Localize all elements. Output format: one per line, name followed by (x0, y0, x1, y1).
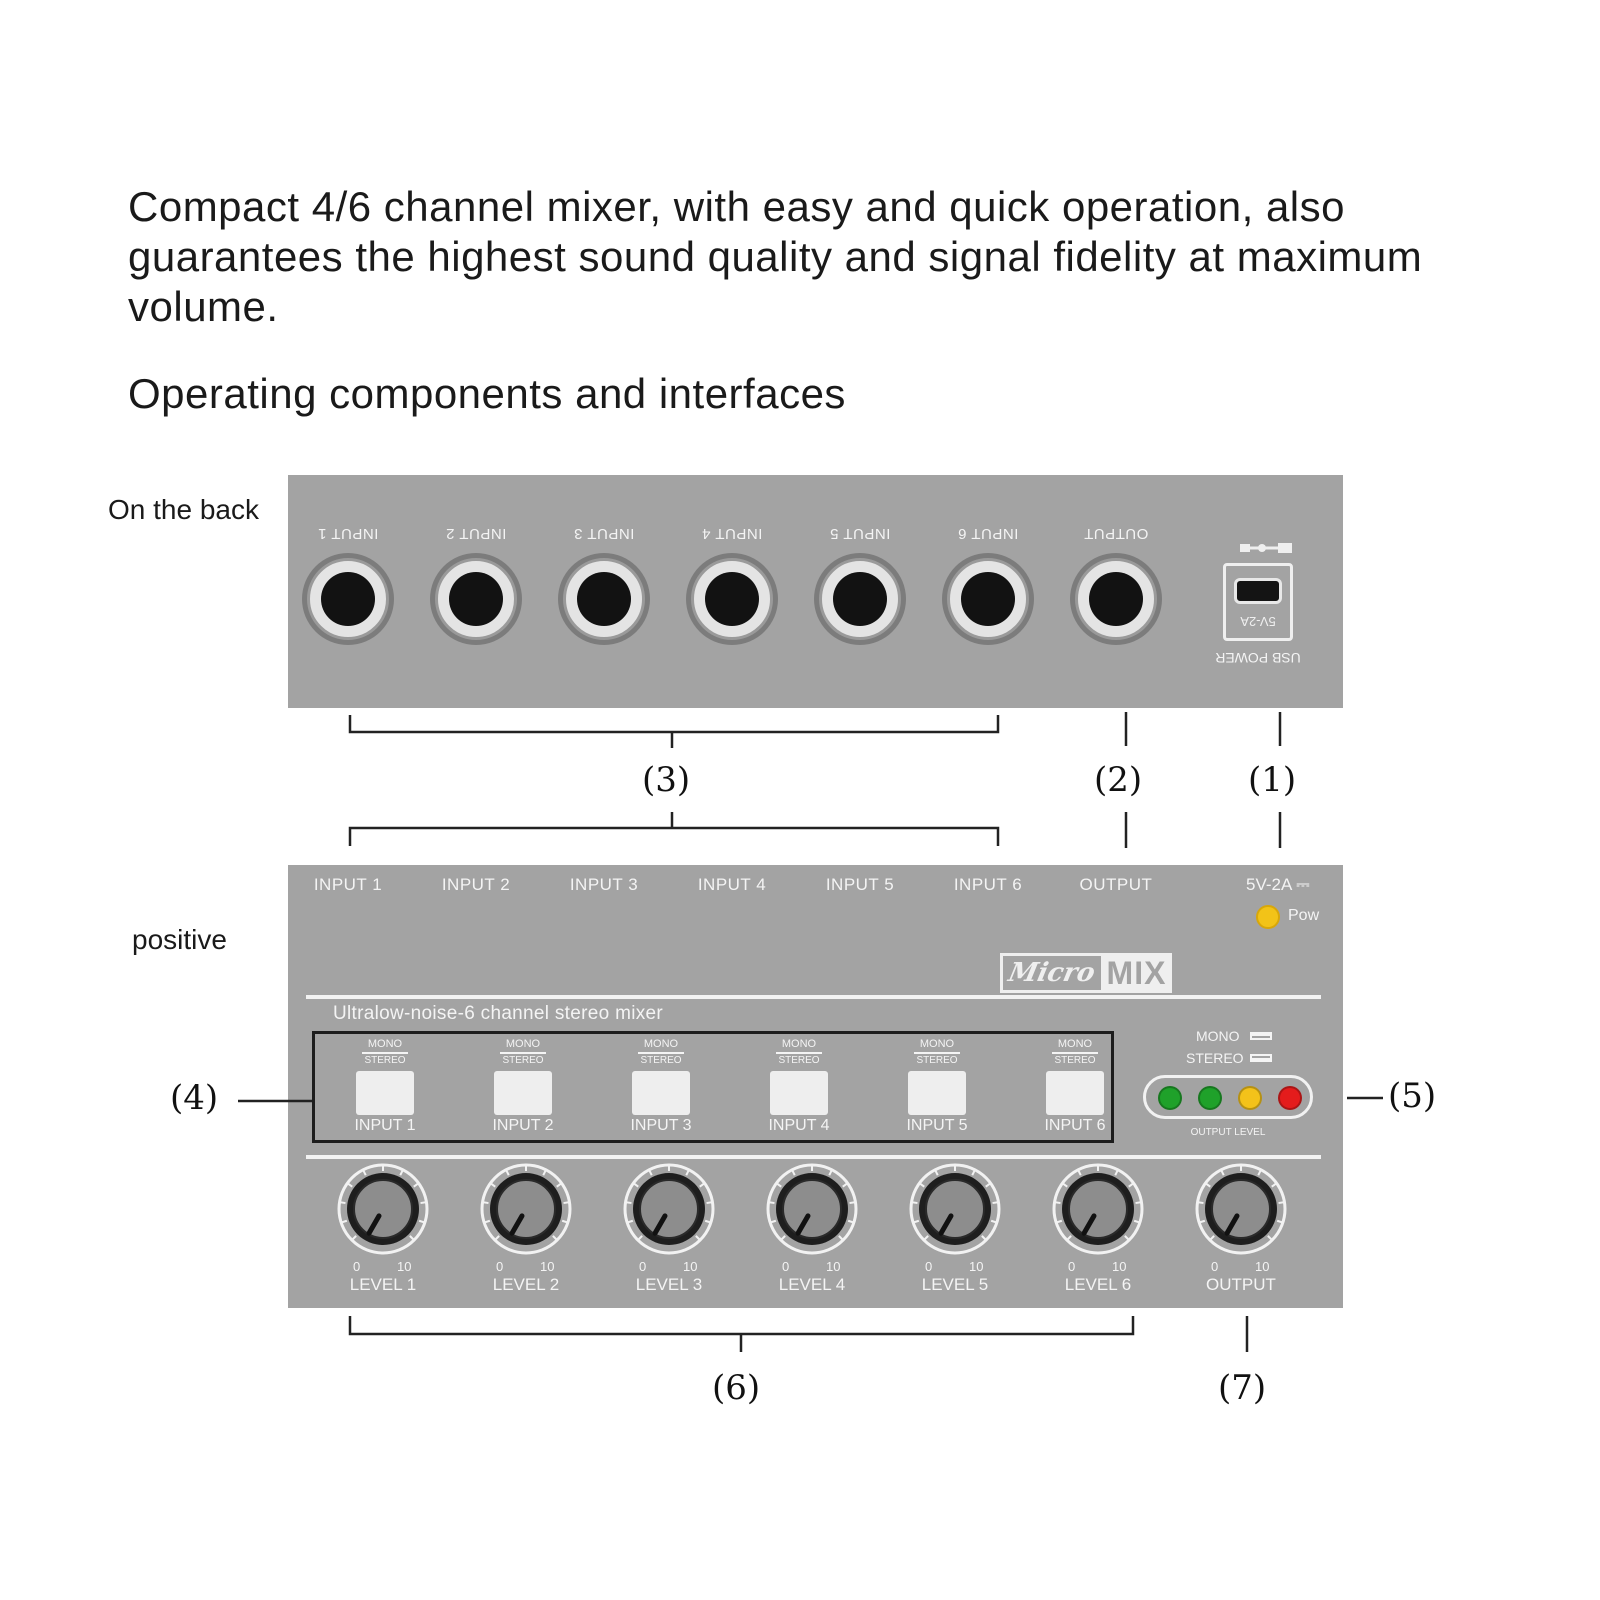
callout-7: (7) (1218, 1368, 1267, 1408)
bracket-back-inputs (348, 715, 1000, 734)
switch-label-5: INPUT 5 (906, 1117, 968, 1134)
front-input-label-4: INPUT 4 (697, 875, 767, 894)
knob-dial-icon (1195, 1163, 1287, 1255)
callout-3: (3) (642, 760, 691, 800)
knob-dial-icon (766, 1163, 858, 1255)
bracket-level-knobs (348, 1316, 1135, 1336)
output-level-meter (1143, 1075, 1313, 1119)
front-input-label-3: INPUT 3 (569, 875, 639, 894)
input-jack-4[interactable] (686, 553, 778, 645)
front-view-label: positive (132, 924, 227, 955)
bracket-front-inputs (348, 826, 1000, 846)
input-jack-1[interactable] (302, 553, 394, 645)
usb-symbol-icon (1240, 543, 1292, 553)
mode-button-4[interactable] (770, 1071, 828, 1115)
mode-button-3[interactable] (632, 1071, 690, 1115)
mode-button-2[interactable] (494, 1071, 552, 1115)
switch-label-6: INPUT 6 (1044, 1117, 1106, 1134)
switch-label-4: INPUT 4 (768, 1117, 830, 1134)
section-heading: Operating components and interfaces (128, 370, 846, 417)
meter-led-1 (1158, 1086, 1182, 1110)
switch-label-2: INPUT 2 (492, 1117, 554, 1134)
front-input-label-5: INPUT 5 (825, 875, 895, 894)
panel-divider-bottom (306, 1155, 1321, 1159)
switch-label-1: INPUT 1 (354, 1117, 416, 1134)
meter-led-3 (1238, 1086, 1262, 1110)
front-panel: INPUT 1 INPUT 2 INPUT 3 INPUT 4 INPUT 5 … (288, 865, 1343, 1308)
power-led (1256, 905, 1280, 929)
input-jack-3[interactable] (558, 553, 650, 645)
mode-legend-mono: MONO (1196, 1028, 1240, 1044)
callout-2: (2) (1094, 760, 1143, 800)
knob-label-3: LEVEL 3 (635, 1275, 703, 1294)
dc-symbol-icon: ⎓ (1296, 875, 1310, 894)
power-rating: 5V-2A ⎓ (1246, 875, 1310, 894)
back-panel: INPUT 1 INPUT 2 INPUT 3 INPUT 4 INPUT 5 … (288, 475, 1343, 708)
knob-label-2: LEVEL 2 (492, 1275, 560, 1294)
mode-button-5[interactable] (908, 1071, 966, 1115)
output-level-caption: OUTPUT LEVEL (1190, 1127, 1266, 1138)
knob-dial-icon (1052, 1163, 1144, 1255)
knob-dial-icon (909, 1163, 1001, 1255)
switch-label-3: INPUT 3 (630, 1117, 692, 1134)
mono-position-icon (1250, 1032, 1272, 1040)
meter-led-2 (1198, 1086, 1222, 1110)
knob-label-4: LEVEL 4 (778, 1275, 846, 1294)
mode-button-1[interactable] (356, 1071, 414, 1115)
back-view-label: On the back (108, 494, 259, 525)
output-jack[interactable] (1070, 553, 1162, 645)
panel-subtitle: Ultralow-noise-6 channel stereo mixer (333, 1003, 664, 1024)
knob-label-output: OUTPUT (1206, 1275, 1276, 1294)
micromix-logo: Micro MIX (1000, 953, 1172, 993)
mode-legend-stereo: STEREO (1186, 1050, 1244, 1066)
meter-led-4 (1278, 1086, 1302, 1110)
power-led-label: Pow (1288, 907, 1320, 924)
callout-1: (1) (1248, 760, 1297, 800)
callout-6: (6) (712, 1368, 761, 1408)
knob-dial-icon (480, 1163, 572, 1255)
mode-button-6[interactable] (1046, 1071, 1104, 1115)
input-jack-6[interactable] (942, 553, 1034, 645)
knob-dial-icon (337, 1163, 429, 1255)
front-input-label-6: INPUT 6 (953, 875, 1023, 894)
knob-label-5: LEVEL 5 (921, 1275, 989, 1294)
intro-text: Compact 4/6 channel mixer, with easy and… (128, 183, 1423, 330)
stereo-position-icon (1250, 1054, 1272, 1062)
callout-4: (4) (170, 1078, 219, 1118)
front-input-label-1: INPUT 1 (313, 875, 383, 894)
knob-label-1: LEVEL 1 (349, 1275, 417, 1294)
panel-divider-top (306, 995, 1321, 999)
front-input-label-2: INPUT 2 (441, 875, 511, 894)
usb-c-socket[interactable] (1234, 578, 1282, 604)
usb-power-port[interactable]: 5V-2A (1223, 563, 1293, 641)
knob-label-6: LEVEL 6 (1064, 1275, 1132, 1294)
input-jack-2[interactable] (430, 553, 522, 645)
input-jack-5[interactable] (814, 553, 906, 645)
callout-5: (5) (1388, 1076, 1437, 1116)
front-output-label: OUTPUT (1079, 875, 1153, 894)
knob-dial-icon (623, 1163, 715, 1255)
